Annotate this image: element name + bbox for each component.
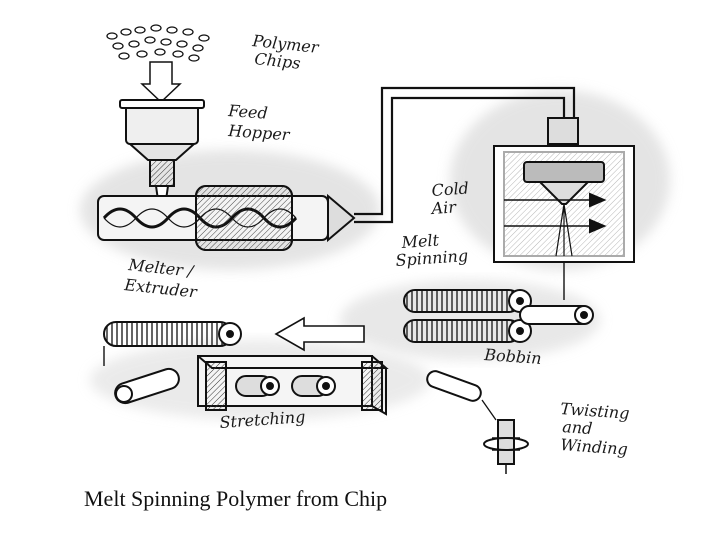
label-spinning: Spinning bbox=[395, 246, 469, 270]
diagram-caption: Melt Spinning Polymer from Chip bbox=[84, 486, 387, 512]
label-polymer-line2: Chips bbox=[254, 49, 302, 73]
polymer-chips bbox=[107, 25, 209, 61]
twisting-winding bbox=[425, 369, 528, 474]
label-winding: Winding bbox=[560, 435, 629, 459]
spinning-chamber bbox=[494, 118, 634, 300]
label-bobbin: Bobbin bbox=[483, 345, 542, 368]
label-air: Air bbox=[429, 197, 458, 218]
melter-extruder bbox=[98, 186, 354, 250]
label-hopper: Hopper bbox=[227, 121, 292, 144]
feed-arrow bbox=[142, 62, 180, 102]
label-feed: Feed bbox=[227, 101, 269, 123]
